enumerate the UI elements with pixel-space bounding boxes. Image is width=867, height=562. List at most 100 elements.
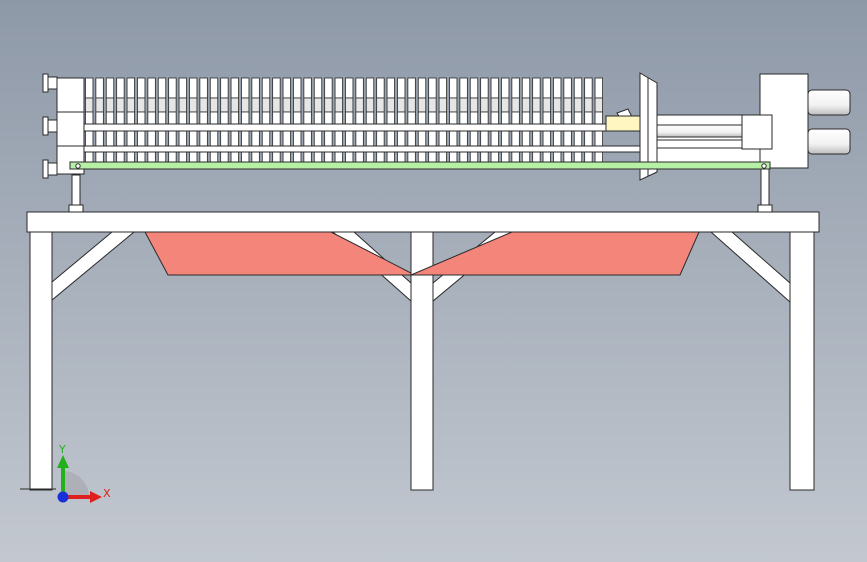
filter-plate-segment	[157, 130, 167, 147]
filter-plate-segment	[95, 111, 104, 125]
filter-plate-segment	[428, 77, 437, 99]
filter-plate[interactable]	[573, 77, 583, 163]
filter-plate[interactable]	[386, 77, 395, 163]
filter-plate-segment	[189, 97, 198, 113]
filter-plate-segment	[334, 130, 343, 147]
filter-plate-segment	[511, 97, 520, 113]
coordinate-triad[interactable]: Y X	[57, 443, 111, 503]
filter-plate-segment	[147, 111, 156, 125]
fixed-head-plate[interactable]	[56, 77, 85, 175]
filter-plate[interactable]	[407, 77, 416, 163]
filter-plate[interactable]	[521, 77, 531, 163]
filter-plate[interactable]	[594, 77, 603, 163]
filter-plate-segment	[85, 97, 94, 113]
piston-rod-lower[interactable]	[656, 139, 743, 149]
filter-plate-segment	[157, 97, 167, 113]
hydraulic-cylinder-lower[interactable]	[807, 128, 851, 155]
filter-plate-segment	[376, 97, 385, 113]
filter-plate-segment	[241, 97, 250, 113]
left-foot-base[interactable]	[68, 204, 84, 213]
filter-plate-segment	[428, 130, 437, 147]
filter-plate-pack[interactable]	[85, 77, 603, 163]
filter-plate-segment	[459, 111, 468, 125]
filter-press-assembly[interactable]	[42, 72, 851, 213]
filter-plate-segment	[511, 130, 520, 147]
piston-rod[interactable]	[656, 124, 743, 138]
filter-plate-segment	[85, 151, 94, 163]
filter-plate[interactable]	[303, 77, 312, 163]
filter-plate-segment	[137, 77, 146, 99]
filter-plate-segment	[407, 151, 416, 163]
filter-plate-segment	[241, 151, 250, 163]
feed-nozzles[interactable]	[42, 73, 58, 179]
filter-plate-segment	[209, 97, 219, 113]
top-beam[interactable]	[26, 211, 820, 233]
filter-plate-segment	[157, 151, 167, 163]
tail-block-inner[interactable]	[741, 114, 773, 150]
tie-rod[interactable]	[69, 161, 771, 170]
filter-plate-segment	[168, 151, 177, 163]
filter-plate-segment	[584, 130, 593, 147]
filter-plate-segment	[532, 97, 541, 113]
left-brace[interactable]	[51, 231, 136, 302]
filter-plate-segment	[365, 151, 375, 163]
filter-plate-segment	[563, 77, 572, 99]
filter-plate-segment	[345, 77, 354, 99]
tail-block[interactable]	[759, 73, 809, 169]
filter-plate-segment	[334, 97, 343, 113]
filter-plate[interactable]	[324, 77, 333, 163]
filter-plate[interactable]	[459, 77, 468, 163]
filter-plate[interactable]	[95, 77, 104, 163]
filter-plate-segment	[85, 77, 94, 99]
filter-plate-segment	[563, 130, 572, 147]
right-leg[interactable]	[789, 231, 815, 491]
filter-plate-segment	[189, 77, 198, 99]
filter-plate-segment	[449, 77, 458, 99]
lower-side-beam[interactable]	[83, 145, 655, 153]
filter-plate-segment	[397, 97, 406, 113]
filter-plate-segment	[303, 130, 312, 147]
filter-plate-segment	[324, 151, 333, 163]
filter-plate-segment	[397, 151, 406, 163]
right-foot-base[interactable]	[757, 204, 773, 213]
cylinder-block[interactable]	[605, 115, 641, 132]
filter-plate[interactable]	[105, 77, 115, 163]
filter-plate-segment	[116, 77, 125, 99]
filter-plate-segment	[594, 111, 603, 125]
drip-tray[interactable]	[144, 231, 700, 276]
filter-plate-segment	[584, 77, 593, 99]
support-frame[interactable]	[26, 211, 820, 491]
tie-rod-end-left	[75, 163, 81, 169]
filter-plate-segment	[501, 111, 510, 125]
filter-plate-segment	[241, 111, 250, 125]
filter-plate-segment	[563, 151, 572, 163]
filter-plate[interactable]	[449, 77, 458, 163]
filter-plate-segment	[532, 77, 541, 99]
filter-plate[interactable]	[334, 77, 343, 163]
filter-plate-segment	[501, 97, 510, 113]
filter-plate-segment	[449, 111, 458, 125]
center-leg[interactable]	[410, 231, 434, 491]
filter-plate-segment	[511, 111, 520, 125]
hydraulic-cylinder-upper[interactable]	[807, 89, 851, 116]
filter-plate-segment	[261, 97, 271, 113]
left-leg[interactable]	[29, 231, 53, 491]
y-axis-label: Y	[58, 443, 66, 456]
filter-plate-segment	[137, 151, 146, 163]
filter-plate-segment	[386, 111, 395, 125]
filter-plate-segment	[303, 111, 312, 125]
filter-plate-segment	[230, 130, 239, 147]
upper-side-beam[interactable]	[83, 123, 655, 132]
filter-plate-segment	[417, 130, 427, 147]
x-axis-arrowhead	[90, 491, 102, 503]
filter-plate-segment	[261, 77, 271, 99]
triad-rotation-arc	[63, 471, 89, 497]
filter-plate-segment	[521, 130, 531, 147]
filter-plate-segment	[584, 97, 593, 113]
filter-plate-segment	[178, 77, 187, 99]
filter-plate-segment	[220, 130, 229, 147]
right-brace[interactable]	[709, 231, 791, 304]
filter-plate-segment	[376, 130, 385, 147]
